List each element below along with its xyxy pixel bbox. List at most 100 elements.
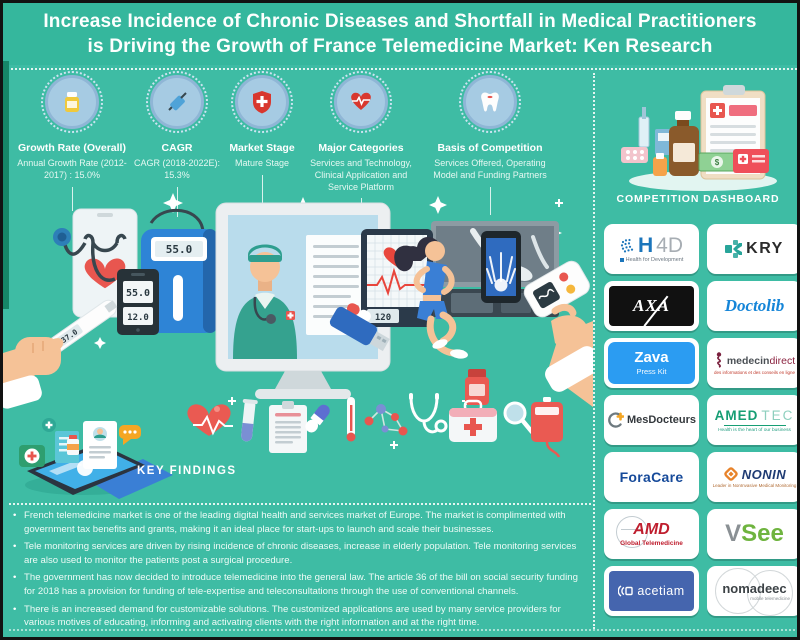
logo-name: ForaCare (619, 469, 684, 485)
metric-detail: Mature Stage (234, 158, 290, 169)
thermometer-icon (346, 397, 356, 442)
heart-pulse-icon (330, 71, 392, 133)
logo-name: Doctolib (724, 296, 785, 315)
running-woman (394, 236, 468, 359)
logo-card-nomadeec: nomadeec mobile telemedicine (707, 566, 797, 616)
finding-item: Tele monitoring services are driven by r… (13, 540, 587, 567)
metric-heading: CAGR (161, 142, 193, 154)
blood-bag-icon (531, 397, 563, 458)
metric-detail: Annual Growth Rate (2012-2017) : 15.0% (17, 158, 127, 180)
findings-separator (9, 503, 591, 505)
mobile-health-illustration (19, 418, 173, 499)
metric-detail: Services and Technology, Clinical Applic… (310, 158, 412, 192)
logo-card-acetiam: acetiam (604, 566, 699, 616)
key-findings-label: KEY FINDINGS (137, 465, 237, 477)
mesdocteurs-bubble-icon (608, 411, 624, 428)
medecindirect-caduceus-icon (716, 352, 722, 368)
finding-item: There is an increased demand for customi… (13, 603, 587, 630)
logo-card-doctolib: Doctolib (707, 281, 797, 331)
metric-market-stage: Market Stage Mature Stage (221, 71, 303, 215)
logo-name: Zava (634, 349, 669, 367)
medical-icons-row (187, 393, 563, 458)
page-title: Increase Incidence of Chronic Diseases a… (43, 9, 756, 59)
doctor-figure (233, 244, 297, 359)
syringe-icon (146, 71, 208, 133)
first-aid-kit-icon (449, 399, 497, 442)
usb-pill-drive (329, 303, 390, 352)
metric-heading: Growth Rate (Overall) (18, 142, 126, 154)
logo-card-medecindirect: medecindirect des informations et des co… (707, 338, 797, 388)
red-medicine-bottle (465, 369, 489, 405)
connector-line (261, 174, 263, 215)
stethoscope-icon (409, 393, 448, 434)
logo-name: AMD (633, 520, 670, 538)
acetiam-blue-box: acetiam (609, 571, 694, 611)
hand-with-thermometer: 37.0 (3, 299, 118, 409)
logo-tagline: Leader in NonInvasive Medical Monitoring (712, 483, 797, 488)
metric-basis-of-competition: Basis of Competition Services Offered, O… (427, 71, 553, 215)
telemedicine-illustration: 55.0 55.0 12.0 37.0 (3, 193, 593, 499)
competition-dashboard-label: COMPETITION DASHBOARD (616, 193, 780, 205)
square-bullet-icon (619, 258, 624, 262)
logo-name: MesDocteurs (626, 414, 697, 426)
medicine-items: $ (621, 107, 769, 176)
finding-item: French telemedicine market is one of the… (13, 509, 587, 536)
logo-name: H (637, 234, 654, 257)
metric-heading: Major Categories (318, 142, 404, 154)
connector-line (71, 186, 73, 211)
clipboard-icon (269, 401, 307, 453)
logo-name: KRY (746, 240, 784, 257)
logo-card-kry: KRY (707, 224, 797, 274)
logo-card-mesdocteurs: MesDocteurs (604, 395, 699, 445)
logo-card-foracare: ForaCare (604, 452, 699, 502)
logo-name: AXA (632, 296, 671, 315)
logo-tagline: des informations et des conseils en lign… (713, 370, 796, 375)
phone-reading-top: 55.0 (126, 288, 150, 299)
logo-card-axa: AXA (604, 281, 699, 331)
metric-growth-rate: Growth Rate (Overall) Annual Growth Rate… (11, 71, 133, 211)
logo-tagline: Health is the heart of our business (718, 427, 791, 433)
svg-text:$: $ (715, 158, 720, 167)
title-band: Increase Incidence of Chronic Diseases a… (3, 3, 797, 65)
logo-name: V (725, 520, 742, 547)
logo-tagline: Health for Development (625, 257, 684, 263)
logo-name-2: TEC (761, 407, 795, 423)
metric-cagr: CAGR CAGR (2018-2022E): 15.3% (130, 71, 224, 217)
h4d-globe-icon (620, 238, 634, 253)
logo-name: AMED (714, 407, 759, 423)
logo-name-2: 4D (656, 234, 684, 257)
shield-cross-icon (231, 71, 293, 133)
metric-heading: Basis of Competition (437, 142, 543, 154)
vitals-phone: 55.0 12.0 (117, 269, 159, 335)
logo-name: nomadeec (722, 581, 787, 596)
tooth-icon (459, 71, 521, 133)
blood-pressure-monitor: 55.0 (141, 208, 217, 333)
hand-with-glucometer (523, 260, 593, 407)
logo-card-amd: AMD Global Telemedicine (604, 509, 699, 559)
logo-tagline: mobile telemedicine (750, 596, 790, 601)
logo-card-nonin: NONIN Leader in NonInvasive Medical Moni… (707, 452, 797, 502)
amedtec-underline (723, 424, 786, 426)
magnifier-icon (503, 401, 535, 435)
test-tube-icon (241, 398, 258, 442)
pill-bottle-icon (41, 71, 103, 133)
nonin-diamond-icon (724, 467, 738, 481)
metric-heading: Market Stage (229, 142, 295, 154)
column-separator (593, 73, 595, 629)
title-separator (7, 68, 797, 70)
capsule-icon (305, 404, 330, 433)
pharmacy-clipboard-illustration: $ (621, 85, 777, 191)
xray-phone (481, 231, 521, 303)
kry-cross-icon (725, 240, 743, 258)
acetiam-mark-icon (618, 585, 634, 597)
zava-blue-box: Zava Press Kit (608, 342, 695, 384)
key-findings-section: French telemedicine market is one of the… (13, 509, 587, 634)
heart-icon (187, 404, 233, 436)
connector-line (489, 186, 491, 215)
ecg-reading: 120 (375, 313, 391, 323)
logo-name-2: direct (769, 355, 796, 367)
